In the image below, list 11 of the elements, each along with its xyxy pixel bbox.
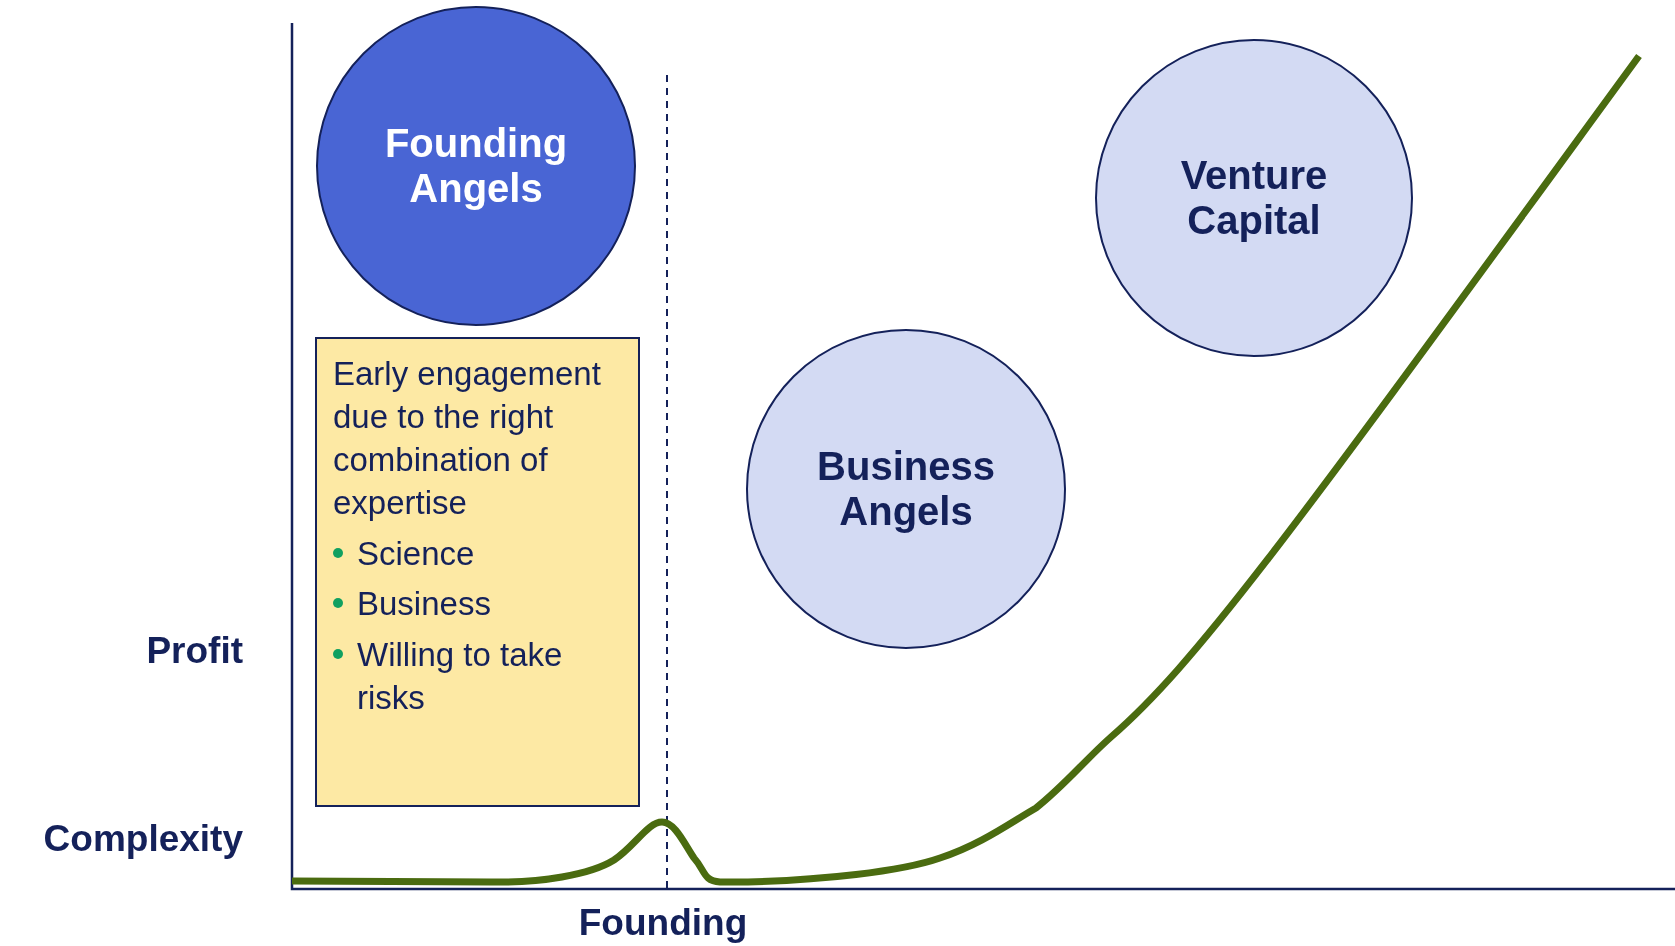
axis-label: Founding bbox=[578, 902, 748, 944]
circle-label: Venture Capital bbox=[1179, 153, 1329, 243]
bullet-text: Willing to take risks bbox=[357, 636, 563, 717]
circle-label: Founding Angels bbox=[383, 121, 569, 211]
bullet-text: Business bbox=[357, 585, 491, 623]
axis-label: Profit bbox=[146, 630, 243, 672]
axis-label: Complexity bbox=[43, 818, 243, 860]
circle-label: Business Angels bbox=[816, 444, 996, 534]
bullet-text: Science bbox=[357, 534, 475, 572]
note-text: Early engagement due to the right combination of expertise bbox=[333, 354, 602, 523]
note-box bbox=[315, 337, 640, 807]
